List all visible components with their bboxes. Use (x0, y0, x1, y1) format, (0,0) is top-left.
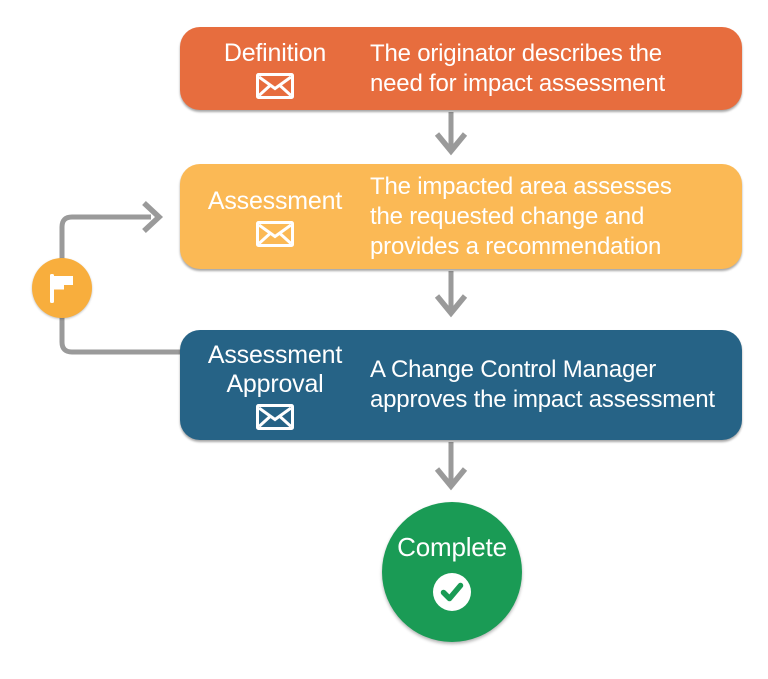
flag-icon (50, 273, 73, 303)
end-node-complete: Complete (382, 502, 522, 642)
envelope-icon (256, 403, 294, 430)
loop-flag-badge (32, 258, 92, 318)
step-assessment-approval-header: Assessment Approval (180, 330, 370, 440)
envelope-icon (256, 220, 294, 247)
step-definition-header: Definition (180, 27, 370, 110)
arrow-head (434, 467, 468, 491)
envelope-icon (256, 72, 294, 99)
step-title: Assessment Approval (207, 340, 343, 398)
step-title: Assessment (207, 186, 343, 215)
arrow-head (434, 294, 468, 318)
loop-back-arrowhead (142, 200, 164, 234)
arrow-down-1 (434, 112, 468, 156)
step-description: The originator describes the need for im… (370, 39, 665, 97)
arrow-head (434, 132, 468, 156)
end-node-label: Complete (397, 532, 507, 562)
step-description: A Change Control Manager approves the im… (370, 356, 715, 413)
step-assessment: Assessment The impacted area assesses th… (180, 164, 742, 269)
step-description: The impacted area assesses the requested… (370, 172, 672, 260)
step-definition: Definition The originator describes the … (180, 27, 742, 110)
checkmark-icon (433, 573, 471, 611)
arrow-down-2 (434, 271, 468, 318)
step-assessment-header: Assessment (180, 164, 370, 269)
step-title: Definition (223, 38, 327, 67)
arrow-down-3 (434, 442, 468, 491)
step-assessment-approval: Assessment Approval A Change Control Man… (180, 330, 742, 440)
